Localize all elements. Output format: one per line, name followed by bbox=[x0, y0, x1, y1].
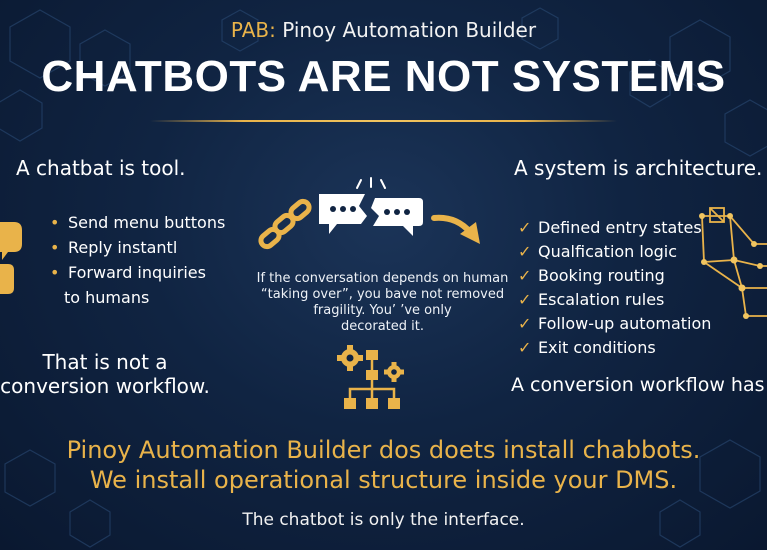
left-heading: A chatbat is tool. bbox=[16, 156, 186, 180]
list-item: Exit conditions bbox=[518, 336, 711, 360]
left-footer-line: That is not a bbox=[42, 350, 168, 374]
broken-chat-bubbles-icon bbox=[319, 177, 423, 236]
fragility-quote: If the conversation depends on human “ta… bbox=[250, 271, 515, 335]
page-title: CHATBOTS ARE NOT SYSTEMS bbox=[41, 52, 726, 101]
cta-line-2: We install operational structure inside … bbox=[89, 466, 678, 494]
cta-subline: The chatbot is only the interface. bbox=[242, 510, 525, 530]
list-item: Booking routing bbox=[518, 264, 711, 288]
right-footer: A conversion workflow has the bbox=[511, 374, 767, 396]
list-item: Send menu buttons bbox=[48, 210, 225, 235]
broken-chain-icon bbox=[258, 198, 312, 250]
list-item: Defined entry states bbox=[518, 216, 711, 240]
list-item: Forward inquiries bbox=[48, 260, 225, 285]
chatbot-feature-list: Send menu buttons Reply instantl Forward… bbox=[48, 210, 225, 310]
circuit-network-icon bbox=[699, 207, 767, 319]
left-footer-line: conversion workflow. bbox=[0, 374, 210, 398]
right-heading: A system is architecture. bbox=[514, 156, 763, 180]
quote-line: “taking over”, you bave not removed bbox=[260, 287, 505, 302]
brand-name: Pinoy Automation Builder bbox=[282, 18, 537, 42]
list-item: to humans bbox=[64, 288, 150, 307]
arrow-icon bbox=[431, 214, 480, 244]
list-item: Escalation rules bbox=[518, 288, 711, 312]
list-item: Follow-up automation bbox=[518, 312, 711, 336]
quote-line: decorated it. bbox=[341, 319, 424, 334]
chat-bubble-icon bbox=[0, 222, 22, 294]
brand-line: PAB: Pinoy Automation Builder bbox=[0, 18, 767, 42]
system-feature-list: Defined entry states Qualfication logic … bbox=[518, 216, 711, 360]
quote-line: If the conversation depends on human bbox=[256, 271, 509, 286]
cta-line-1: Pinoy Automation Builder dos doets insta… bbox=[66, 436, 701, 464]
quote-line: fragility. You’ ’ve only bbox=[313, 303, 452, 318]
left-footer: That is not a conversion workflow. bbox=[0, 350, 210, 398]
gears-flowchart-icon bbox=[337, 345, 404, 409]
title-divider bbox=[150, 120, 617, 122]
list-item: Qualfication logic bbox=[518, 240, 711, 264]
list-item: Reply instantl bbox=[48, 235, 225, 260]
brand-prefix: PAB: bbox=[230, 18, 276, 42]
